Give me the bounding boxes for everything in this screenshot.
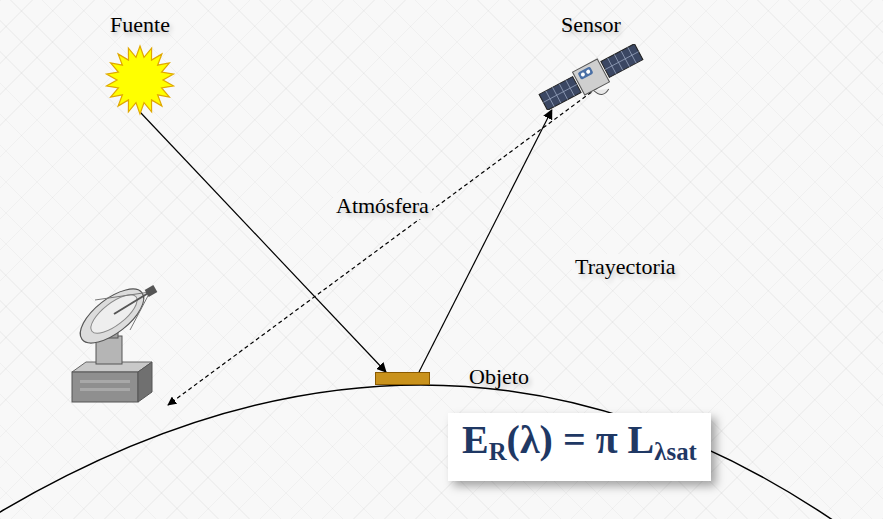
ground-antenna xyxy=(72,279,158,402)
sensor-node: Sensor xyxy=(535,12,647,110)
node-title: Sensor xyxy=(535,12,647,38)
earth-surface xyxy=(0,385,840,519)
source-node: Fuente xyxy=(88,12,192,112)
radiation-path xyxy=(140,112,386,372)
scene-label: Atmósfera xyxy=(333,193,432,219)
object-patch: Objeto xyxy=(375,372,430,385)
node-title: Objeto xyxy=(469,364,529,390)
formula-box: ER(λ) = π Lλsat xyxy=(448,413,711,481)
satellite-icon xyxy=(535,44,647,110)
downlink-line xyxy=(168,88,597,405)
formula-text: ER(λ) = π Lλsat xyxy=(462,417,697,475)
scene-label: Trayectoria xyxy=(572,254,679,280)
node-title: Fuente xyxy=(88,12,192,38)
radiation-path xyxy=(419,110,552,372)
sun-icon xyxy=(104,44,176,116)
